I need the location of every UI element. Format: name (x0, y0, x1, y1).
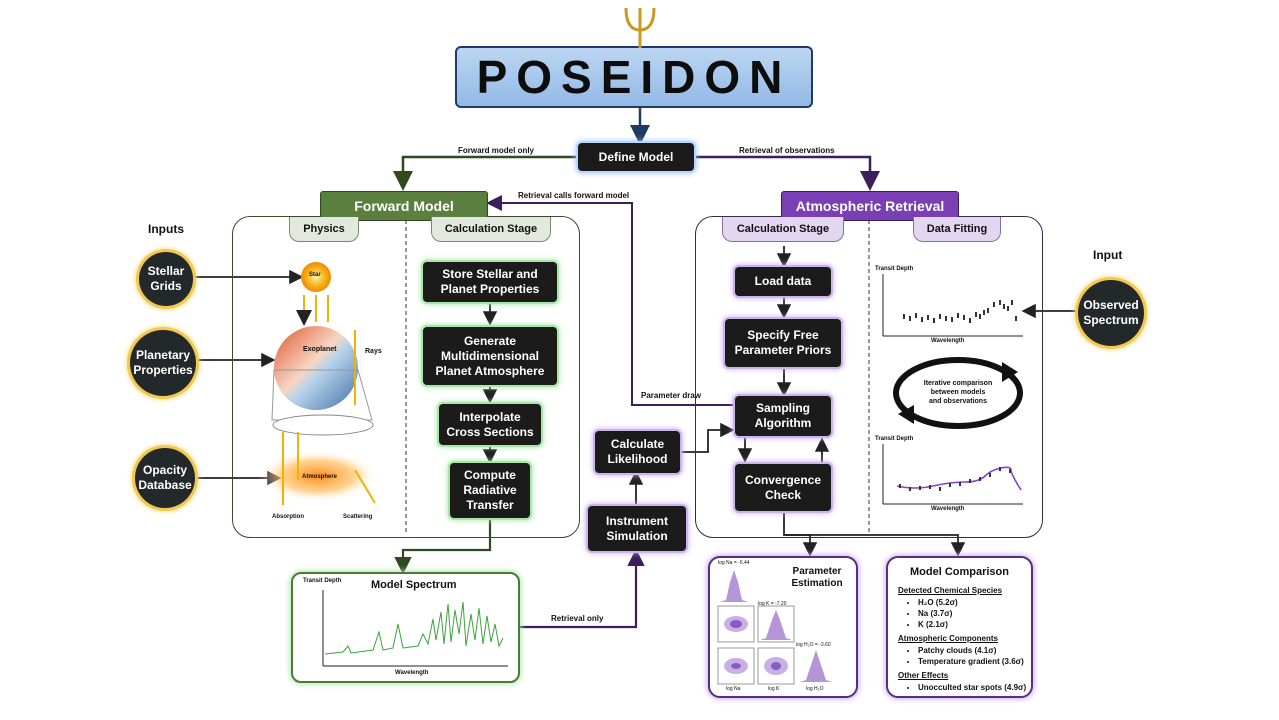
logo-text: POSEIDON (476, 51, 792, 103)
iterative-comparison-text: Iterative comparison between models and … (923, 380, 993, 405)
input-stellar-grids: Stellar Grids (139, 252, 193, 306)
fit-plot-top: Transit Depth Wavelength (875, 266, 1025, 346)
effects-list: Unocculted star spots (4.9σ) (898, 682, 1028, 693)
retrieval-only-label: Retrieval only (551, 614, 604, 623)
step-interpolate: Interpolate Cross Sections (439, 404, 541, 445)
rays-label: Rays (365, 348, 382, 355)
instrument-simulation-box: Instrument Simulation (588, 506, 686, 551)
fit-plot-top-ylabel: Transit Depth (875, 266, 914, 272)
parameter-estimation-card: Parameter Estimation log Na = -5.44 log … (708, 556, 858, 698)
absorption-label: Absorption (272, 514, 304, 520)
corner-axis-na: log Na (726, 686, 741, 692)
step-radiative-transfer: Compute Radiative Transfer (450, 463, 530, 518)
fit-plot-bottom-svg (882, 444, 1023, 505)
logo-banner: POSEIDON (455, 46, 813, 108)
corner-axis-k: log K (768, 686, 780, 692)
model-comparison-card: Model Comparison Detected Chemical Speci… (886, 556, 1033, 698)
species-item: Na (3.7σ) (918, 608, 1028, 619)
fit-plot-top-svg (882, 274, 1023, 337)
section-other-effects: Other Effects (898, 671, 949, 680)
step-specify-priors: Specify Free Parameter Priors (725, 319, 841, 367)
fit-plot-bottom-ylabel: Transit Depth (875, 436, 914, 442)
forward-model-only-label: Forward model only (458, 146, 535, 155)
model-spectrum-ylabel: Transit Depth (303, 578, 342, 584)
input-observed-spectrum: Observed Spectrum (1078, 280, 1144, 346)
tab-forward-calculation: Calculation Stage (431, 217, 551, 242)
corner-axis-h2o: log H₂O (806, 686, 824, 692)
retrieval-header: Atmospheric Retrieval (781, 191, 959, 221)
step-load-data: Load data (735, 267, 831, 296)
component-item: Patchy clouds (4.1σ) (918, 645, 1028, 656)
trident-icon (620, 2, 660, 48)
species-item: H₂O (5.2σ) (918, 597, 1028, 608)
component-item: Temperature gradient (3.6σ) (918, 656, 1028, 667)
model-spectrum-svg (322, 590, 508, 667)
fit-plot-top-xlabel: Wavelength (931, 338, 965, 344)
forward-model-header: Forward Model (320, 191, 488, 221)
model-spectrum-xlabel: Wavelength (395, 670, 429, 676)
model-comparison-title: Model Comparison (909, 566, 1009, 578)
corner-h2: log K = -7.20 (758, 601, 787, 607)
atmosphere-graphic (258, 450, 378, 502)
species-item: K (2.1σ) (918, 619, 1028, 630)
define-model-box: Define Model (578, 143, 694, 171)
parameter-estimation-title: Parameter Estimation (791, 566, 843, 589)
atmosphere-label: Atmosphere (302, 474, 338, 480)
exoplanet-graphic (274, 326, 358, 410)
effect-item: Unocculted star spots (4.9σ) (918, 682, 1028, 693)
fit-plot-bottom: Transit Depth Wavelength (875, 436, 1025, 516)
step-sampling-algorithm: Sampling Algorithm (735, 396, 831, 436)
parameter-draw-label: Parameter draw (641, 391, 702, 400)
tab-retrieval-calculation: Calculation Stage (722, 217, 844, 242)
input-right-title: Input (1093, 248, 1123, 262)
step-convergence-check: Convergence Check (735, 464, 831, 511)
star-graphic (301, 262, 331, 292)
section-atmospheric-components: Atmospheric Components (898, 634, 999, 643)
retrieval-of-observations-label: Retrieval of observations (739, 146, 835, 155)
exoplanet-label: Exoplanet (303, 346, 337, 353)
corner-h1: log Na = -5.44 (718, 560, 750, 566)
species-list: H₂O (5.2σ) Na (3.7σ) K (2.1σ) (898, 597, 1028, 630)
calculate-likelihood-box: Calculate Likelihood (595, 431, 680, 473)
star-label: Star (309, 272, 321, 278)
model-spectrum-card: Model Spectrum Transit Depth Wavelength (291, 572, 520, 683)
step-store-properties: Store Stellar and Planet Properties (423, 262, 557, 302)
components-list: Patchy clouds (4.1σ) Temperature gradien… (898, 645, 1028, 667)
tab-data-fitting: Data Fitting (913, 217, 1001, 242)
corner-h3: log H₂O = -3.60 (796, 642, 831, 648)
retrieval-calls-forward-label: Retrieval calls forward model (518, 191, 630, 200)
input-planetary-properties: Planetary Properties (130, 330, 196, 396)
tab-physics: Physics (289, 217, 359, 242)
corner-plot-svg (717, 570, 832, 685)
scattering-label: Scattering (343, 514, 373, 520)
input-opacity-database: Opacity Database (135, 448, 195, 508)
fit-plot-bottom-xlabel: Wavelength (931, 506, 965, 512)
model-spectrum-title: Model Spectrum (371, 579, 457, 591)
step-generate-atmosphere: Generate Multidimensional Planet Atmosph… (423, 327, 557, 385)
section-chemical-species: Detected Chemical Species (898, 586, 1003, 595)
inputs-title: Inputs (148, 222, 184, 236)
